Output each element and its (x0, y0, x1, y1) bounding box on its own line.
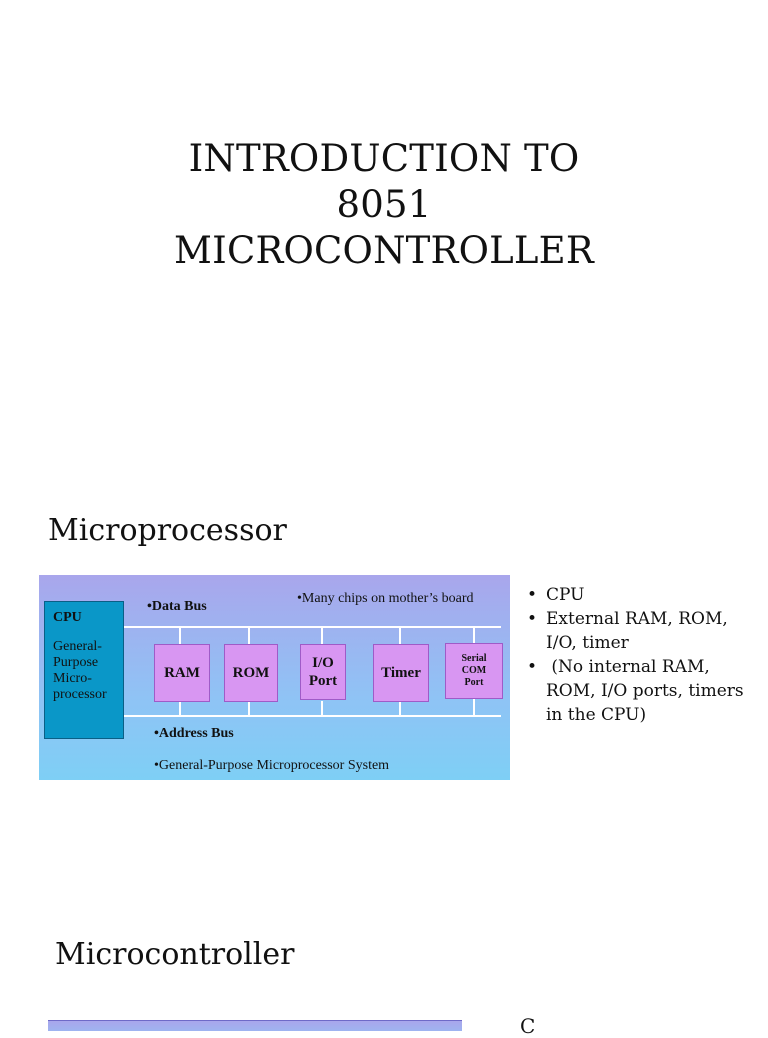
ram-connector-top (179, 627, 181, 644)
cpu-description: General-Purpose Micro-processor (53, 639, 107, 702)
bullet-item: • (No internal RAM, ROM, I/O ports, time… (518, 655, 763, 727)
cpu-title: CPU (53, 610, 82, 625)
bullet-item: • External RAM, ROM, I/O, timer (518, 607, 763, 655)
bullet-dot-icon: • (526, 657, 538, 677)
ram-chip: RAM (154, 644, 210, 702)
cpu-block: CPU General-Purpose Micro-processor (44, 601, 124, 739)
ram-connector-bottom (179, 701, 181, 716)
microcontroller-heading: Microcontroller (55, 937, 295, 972)
timer-connector-top (399, 627, 401, 644)
rom-connector-top (248, 627, 250, 644)
microprocessor-bullet-list: • CPU • External RAM, ROM, I/O, timer • … (518, 583, 763, 727)
timer-connector-bottom (399, 701, 401, 716)
io-connector-top (321, 627, 323, 644)
bullet-text: (No internal RAM, ROM, I/O ports, timers… (546, 657, 750, 725)
microprocessor-heading: Microprocessor (48, 513, 287, 548)
timer-chip: Timer (373, 644, 429, 702)
title-line-3: MICROCONTROLLER (174, 229, 594, 272)
microprocessor-system-diagram: CPU General-Purpose Micro-processor RAM … (39, 575, 510, 780)
bullet-item: • CPU (518, 583, 763, 607)
title-line-2: 8051 (336, 183, 432, 226)
bullet-dot-icon: • (526, 585, 538, 605)
chips-note: •Many chips on mother’s board (297, 591, 474, 606)
bullet-dot-icon: • (526, 609, 538, 629)
io-connector-bottom (321, 701, 323, 716)
io-port-chip: I/O Port (300, 644, 346, 700)
serial-com-port-chip: Serial COM Port (445, 643, 503, 699)
diagram-caption: •General-Purpose Microprocessor System (154, 758, 390, 773)
bullet-text: External RAM, ROM, I/O, timer (546, 609, 728, 653)
rom-connector-bottom (248, 701, 250, 716)
cut-off-bullet-text: C (520, 1014, 536, 1038)
bullet-text: CPU (546, 585, 585, 605)
data-bus-label: •Data Bus (147, 599, 207, 614)
title-line-1: INTRODUCTION TO (188, 137, 580, 180)
address-bus-line (123, 715, 501, 717)
address-bus-label: •Address Bus (154, 726, 234, 741)
serial-connector-top (473, 627, 475, 643)
slide-title: INTRODUCTION TO 8051 MICROCONTROLLER (0, 136, 768, 274)
rom-chip: ROM (224, 644, 278, 702)
data-bus-line (123, 626, 501, 628)
microcontroller-diagram-top-edge (48, 1020, 462, 1031)
serial-connector-bottom (473, 699, 475, 716)
